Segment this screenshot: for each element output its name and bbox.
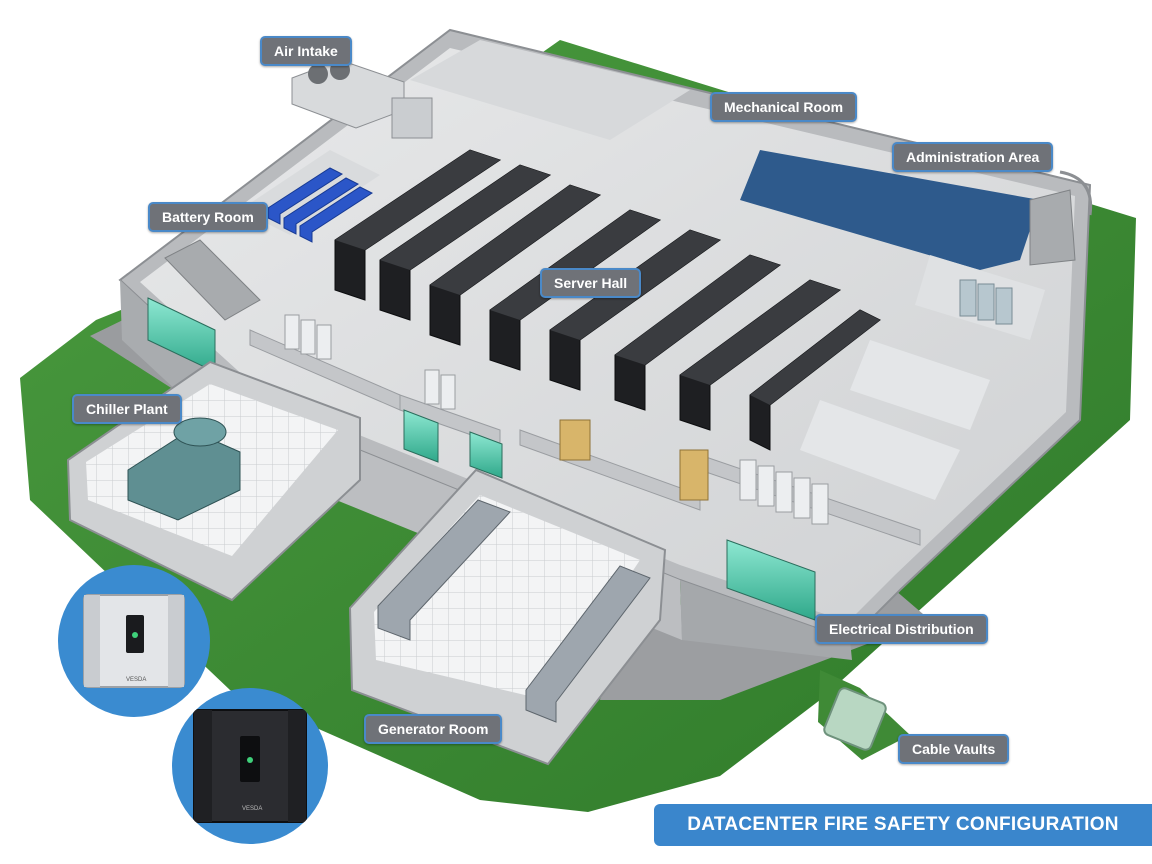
front-wall-right [680, 580, 852, 660]
label-generator-room: Generator Room [364, 714, 503, 744]
cable-vault-lid [818, 670, 910, 760]
battery-racks [267, 167, 374, 243]
rack-top-highlights [335, 150, 880, 405]
stairs-right [1029, 189, 1076, 266]
stairs-left [164, 239, 261, 321]
diagram-title: DATACENTER FIRE SAFETY CONFIGURATION [654, 804, 1152, 846]
label-battery-room: Battery Room [148, 202, 268, 232]
generator-units [377, 499, 651, 723]
detector-device-dark-circle: VESDA [172, 688, 328, 844]
label-air-intake: Air Intake [260, 36, 352, 66]
label-administration-area: Administration Area [892, 142, 1054, 172]
glass-doors [147, 297, 816, 621]
device-dark-brand: VESDA [242, 806, 262, 812]
air-intake-unit [291, 59, 433, 139]
ups-cabinets [284, 314, 829, 525]
device-light-brand: VESDA [126, 677, 146, 683]
detector-device-light-circle: VESDA [58, 565, 210, 717]
label-chiller-plant: Chiller Plant [72, 394, 182, 424]
building-corner [1059, 170, 1093, 216]
chiller-unit [127, 417, 241, 521]
right-room-2 [850, 340, 990, 430]
label-mechanical-room: Mechanical Room [710, 92, 858, 122]
label-electrical-distribution: Electrical Distribution [815, 614, 988, 644]
detector-device-light-icon: VESDA [83, 594, 185, 688]
label-cable-vaults: Cable Vaults [898, 734, 1010, 764]
admin-floor [740, 150, 1040, 270]
label-server-hall: Server Hall [540, 268, 642, 298]
electrical-cabinets-right [959, 279, 1013, 325]
rear-room-floor [410, 40, 690, 140]
right-room-3 [800, 400, 960, 500]
storage-shelves [559, 419, 709, 501]
detector-device-dark-icon: VESDA [193, 709, 307, 823]
